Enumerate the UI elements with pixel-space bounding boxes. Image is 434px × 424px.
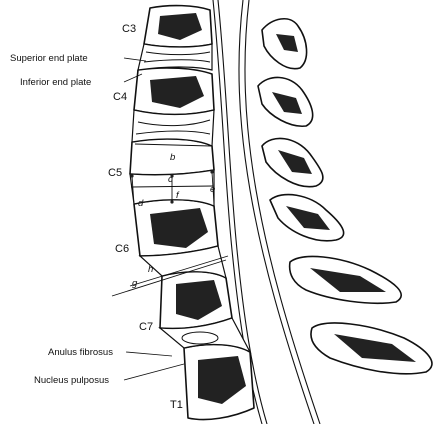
vertebra-label-c7: C7 bbox=[139, 321, 153, 333]
measure-label-c: c bbox=[168, 174, 173, 185]
vertebra-c4 bbox=[134, 68, 214, 115]
vertebra-t1 bbox=[184, 345, 254, 420]
measure-label-h: h bbox=[148, 264, 153, 275]
measure-label-e: e bbox=[210, 184, 215, 195]
vertebra-c3 bbox=[144, 6, 212, 47]
vertebra-label-c4: C4 bbox=[113, 91, 127, 103]
spinous-process-3 bbox=[262, 138, 323, 186]
vertebra-c7 bbox=[160, 272, 232, 329]
annotation-label-group: Superior end plate Inferior end plate An… bbox=[10, 53, 113, 386]
vertebra-label-c6: C6 bbox=[115, 243, 129, 255]
label-inferior-end-plate: Inferior end plate bbox=[20, 77, 91, 88]
measure-label-d: d bbox=[138, 198, 144, 209]
spinous-process-6 bbox=[311, 323, 432, 374]
label-anulus-fibrosus: Anulus fibrosus bbox=[48, 347, 113, 358]
spinous-process-1 bbox=[262, 19, 307, 69]
measure-label-g: g bbox=[132, 278, 138, 289]
label-nucleus-pulposus: Nucleus pulposus bbox=[34, 375, 109, 386]
spinous-process-5 bbox=[290, 256, 402, 303]
vertebra-c6 bbox=[134, 200, 218, 256]
vertebra-label-c5: C5 bbox=[108, 167, 122, 179]
measure-label-b: b bbox=[170, 152, 175, 163]
spinous-processes bbox=[258, 19, 432, 374]
spinous-process-4 bbox=[270, 195, 344, 241]
vertebra-label-c3: C3 bbox=[122, 23, 136, 35]
spinous-process-2 bbox=[258, 77, 313, 126]
vertebra-label-t1: T1 bbox=[170, 399, 183, 411]
label-superior-end-plate: Superior end plate bbox=[10, 53, 88, 64]
